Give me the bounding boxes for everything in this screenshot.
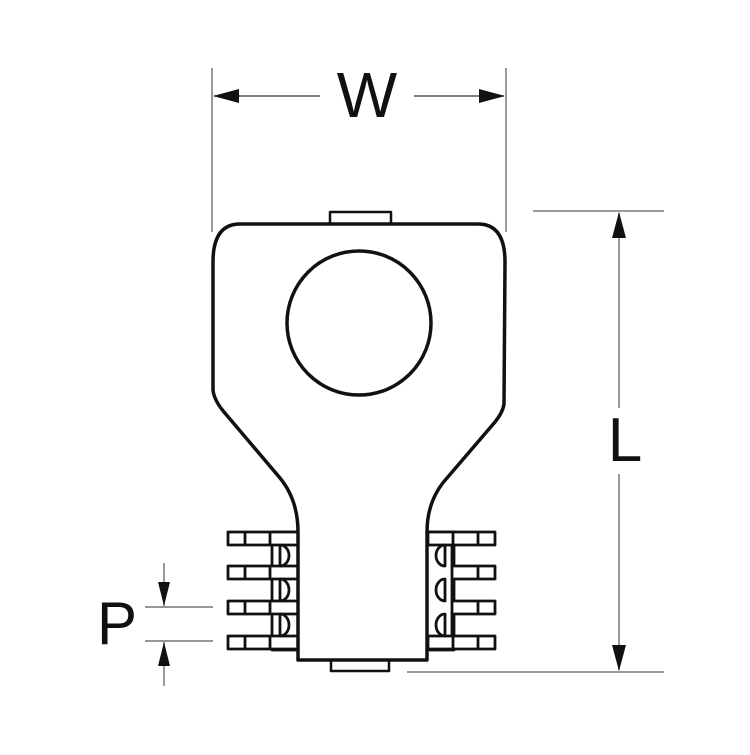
right-tooth-2 [450, 564, 497, 581]
length-dimension [407, 210, 664, 673]
left-serrations [226, 530, 300, 652]
length-arrowhead-top [612, 212, 626, 238]
width-arrowhead-left [213, 89, 239, 103]
width-dimension [211, 68, 507, 232]
right-bump-3 [434, 612, 447, 638]
length-arrowhead-bottom [612, 645, 626, 671]
top-tab [328, 210, 393, 226]
right-tooth-1 [426, 530, 497, 547]
terminal-body [211, 210, 507, 673]
left-bump-2 [278, 577, 291, 603]
pitch-label: P [96, 590, 138, 657]
pitch-arrowhead-bottom [158, 642, 170, 666]
ring-hole [285, 249, 433, 397]
right-bump-2 [434, 577, 447, 603]
right-tooth-3 [450, 599, 497, 616]
left-tooth-3 [226, 599, 300, 616]
width-arrowhead-right [479, 89, 505, 103]
width-label: W [336, 59, 398, 131]
left-tooth-2 [226, 564, 300, 581]
left-tooth-4 [226, 634, 300, 651]
length-label: L [607, 406, 643, 475]
pitch-arrowhead-top [158, 582, 170, 606]
right-tooth-4 [426, 634, 497, 651]
pitch-dimension [145, 563, 213, 686]
right-bump-1 [434, 543, 447, 568]
left-tooth-1 [226, 530, 300, 547]
left-bump-3 [278, 612, 291, 638]
right-serrations [426, 530, 497, 652]
left-bump-1 [278, 543, 291, 568]
